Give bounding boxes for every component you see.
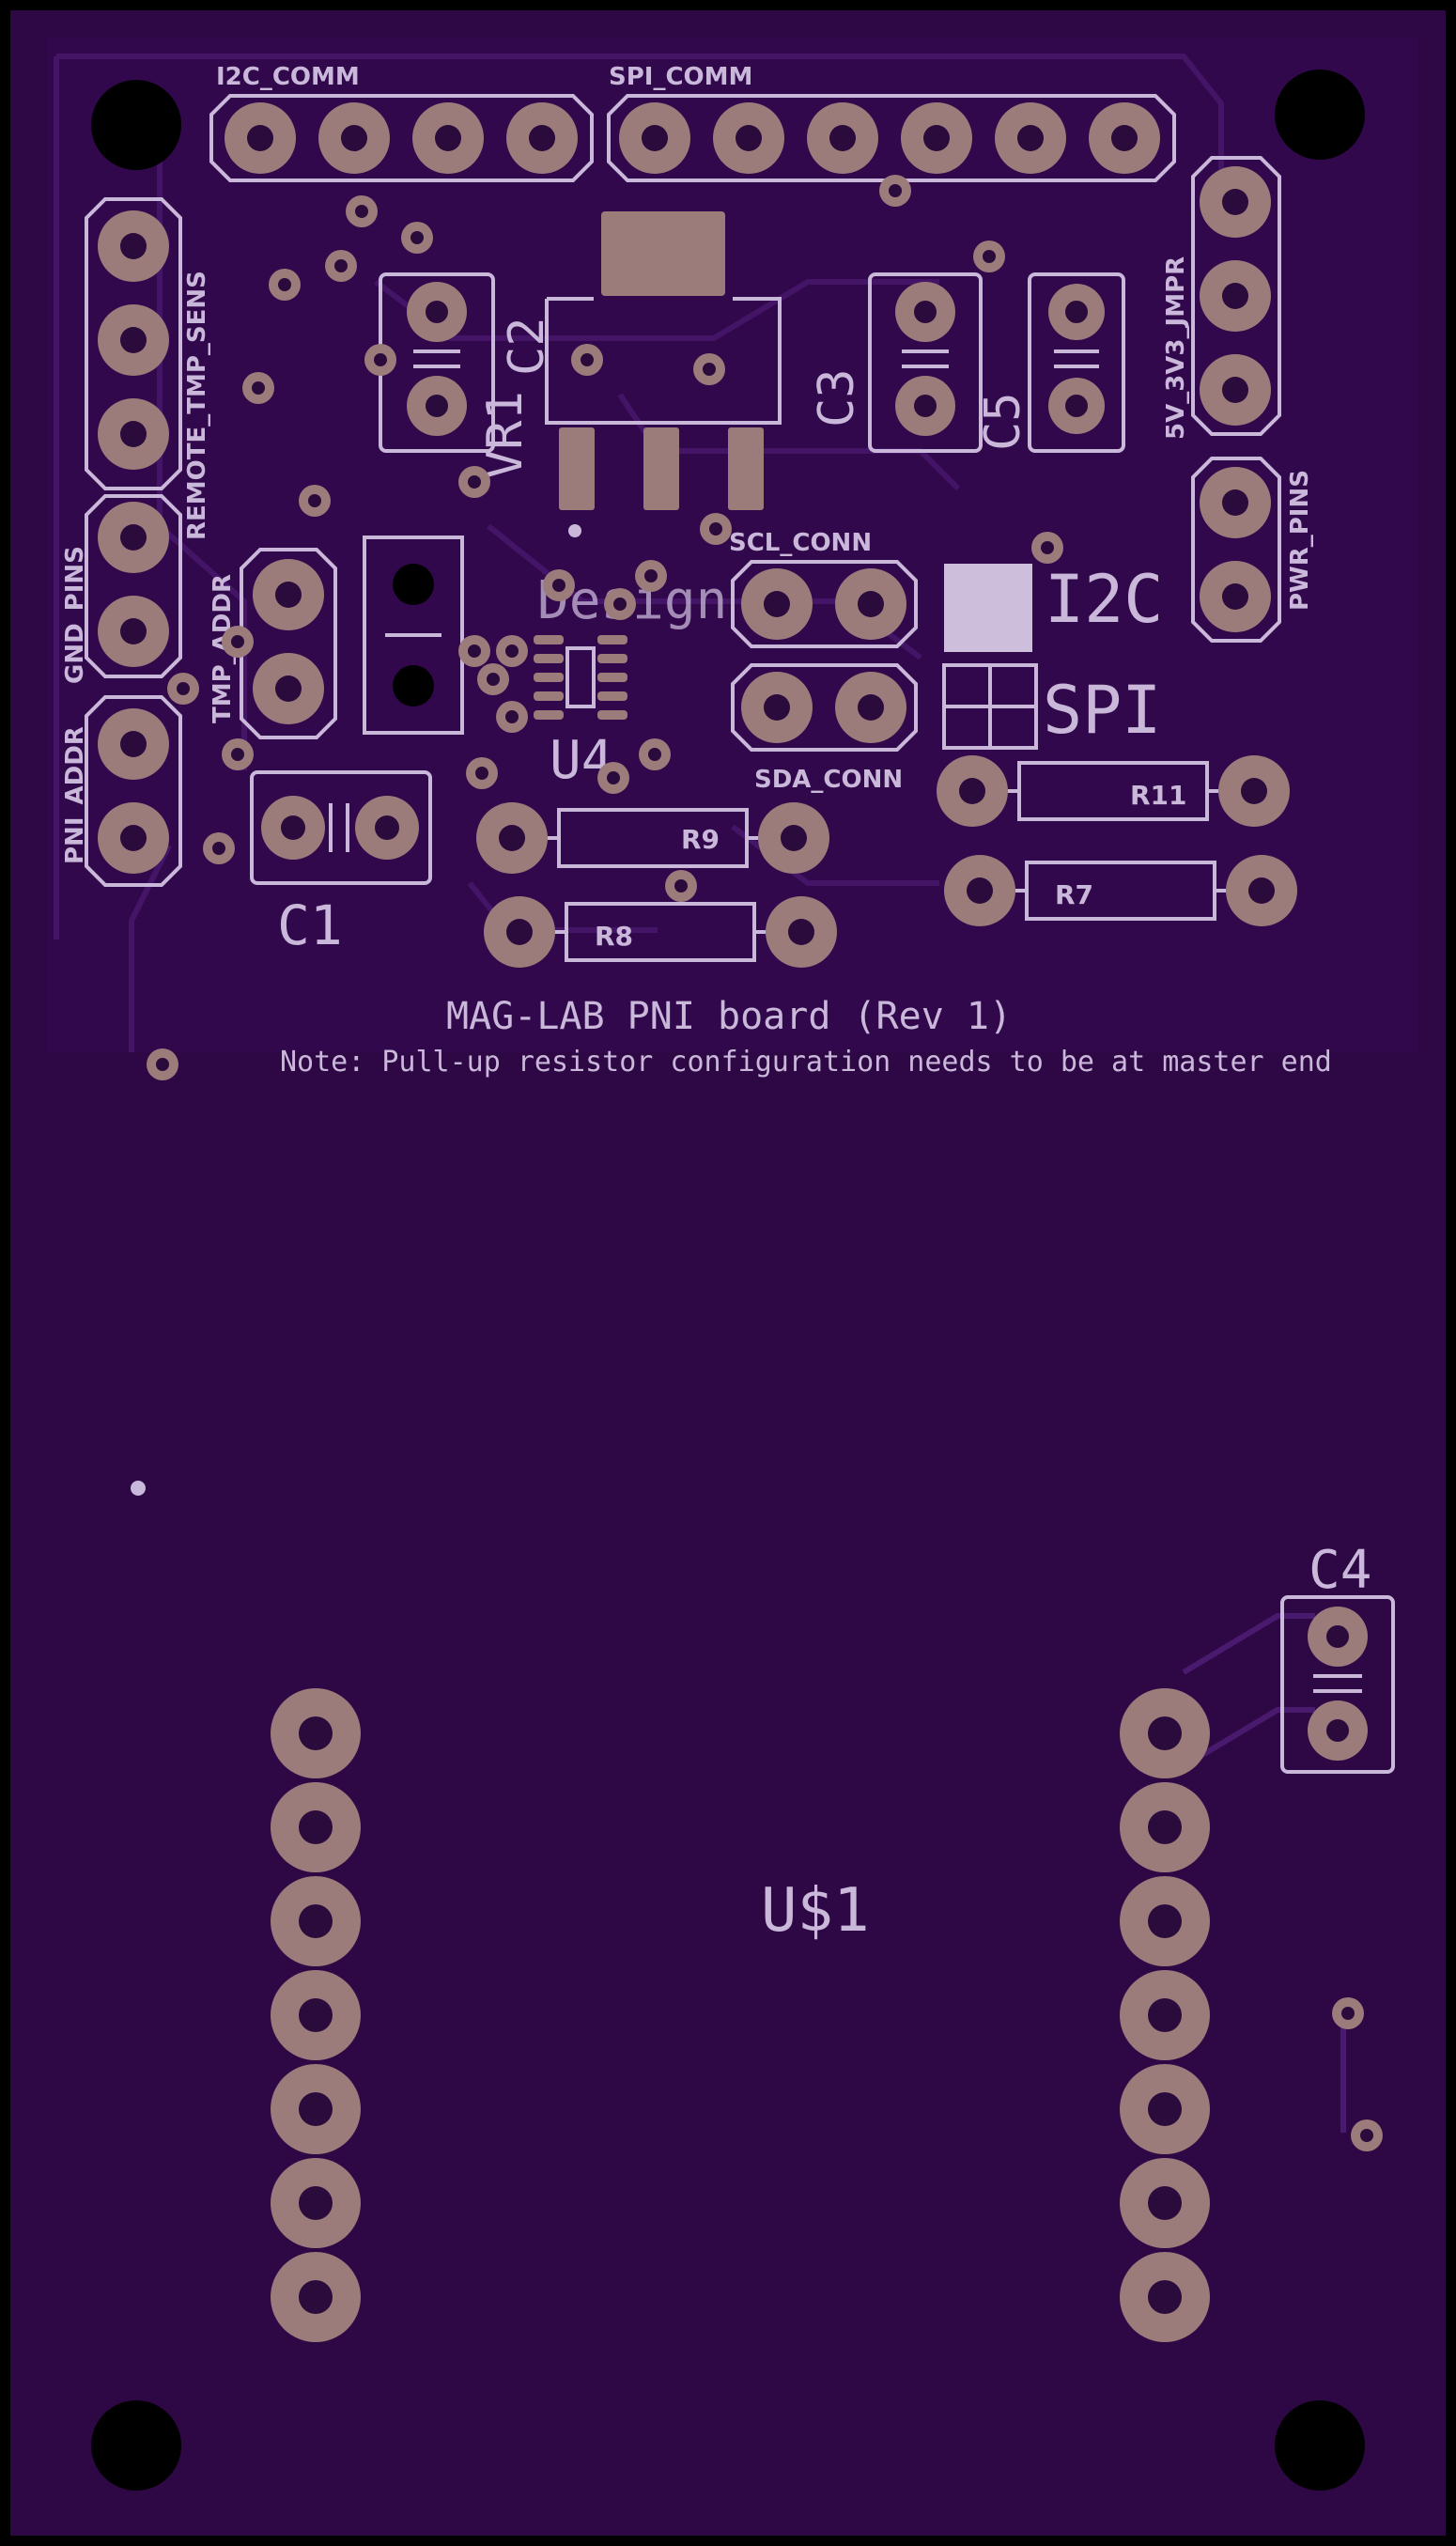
i2c-comm-label: I2C_COMM [216, 63, 360, 91]
vr1-label: VR1 [477, 391, 534, 479]
module-u1-right-pins [1120, 1688, 1210, 2342]
power-pins-label: PWR_PINS [1286, 470, 1314, 611]
r8-label: R8 [595, 921, 633, 952]
mounting-hole-top-left [91, 80, 181, 170]
c5-label: C5 [975, 392, 1031, 451]
pni-addr-label: PNI_ADDR [61, 726, 89, 864]
solder-jumper[interactable] [363, 536, 464, 735]
module-u1-left-pins [271, 1688, 361, 2342]
capacitor-c3[interactable]: C3 [809, 272, 983, 453]
resistor-r7[interactable]: R7 [944, 855, 1297, 926]
capacitor-c5[interactable]: C5 [975, 272, 1125, 453]
i2c-mode-label: I2C [1045, 561, 1163, 638]
sda-connector[interactable]: SDA_CONN [731, 663, 918, 794]
capacitor-c4[interactable]: C4 [1280, 1540, 1395, 1774]
scl-conn-label: SCL_CONN [729, 529, 872, 557]
jumper-5v-3v3-label: 5V_3V3_JMPR [1162, 256, 1190, 440]
r7-label: R7 [1055, 879, 1093, 910]
board-note: Note: Pull-up resistor configuration nee… [280, 1046, 1332, 1079]
gnd-pins-label: GND_PINS [61, 546, 89, 684]
gnd-pins-header[interactable]: GND_PINS [61, 494, 182, 684]
mounting-holes [91, 70, 1365, 2491]
voltage-regulator-vr1[interactable]: VR1 [477, 211, 782, 537]
spi-comm-header[interactable]: SPI_COMM [607, 63, 1176, 182]
c3-label: C3 [809, 368, 865, 427]
jumper-5v-3v3-header[interactable]: 5V_3V3_JMPR [1162, 156, 1281, 440]
spi-mode-label: SPI [1043, 672, 1161, 749]
mounting-hole-bottom-left [91, 2400, 181, 2491]
resistor-r9[interactable]: R9 [476, 802, 829, 874]
i2c-comm-header[interactable]: I2C_COMM [209, 63, 594, 182]
c1-label: C1 [277, 893, 343, 957]
resistor-r11[interactable]: R11 [937, 755, 1290, 827]
remote-tmp-sens-label: REMOTE_TMP_SENS [183, 271, 211, 540]
capacitor-c1[interactable]: C1 [250, 770, 432, 957]
remote-tmp-sens-header[interactable]: REMOTE_TMP_SENS [85, 197, 211, 540]
board-title: MAG-LAB PNI board (Rev 1) [446, 995, 1012, 1038]
r11-label: R11 [1130, 780, 1187, 811]
scl-connector[interactable]: SCL_CONN [729, 529, 918, 648]
vias [131, 175, 1383, 2151]
r9-label: R9 [681, 824, 720, 855]
spi-comm-label: SPI_COMM [609, 63, 752, 91]
module-u1[interactable]: U$1 [271, 1688, 1210, 2342]
sda-conn-label: SDA_CONN [754, 766, 903, 794]
u1-label: U$1 [761, 1876, 870, 1946]
mounting-hole-top-right [1275, 70, 1365, 160]
i2c-spi-mode-marks: I2C SPI [942, 561, 1163, 750]
c4-label: C4 [1309, 1540, 1371, 1601]
power-pins-header[interactable]: PWR_PINS [1191, 457, 1314, 643]
resistor-r8[interactable]: R8 [484, 896, 837, 968]
mounting-hole-bottom-right [1275, 2400, 1365, 2491]
i2c-mode-square [944, 564, 1032, 652]
pni-addr-header[interactable]: PNI_ADDR [61, 695, 182, 887]
